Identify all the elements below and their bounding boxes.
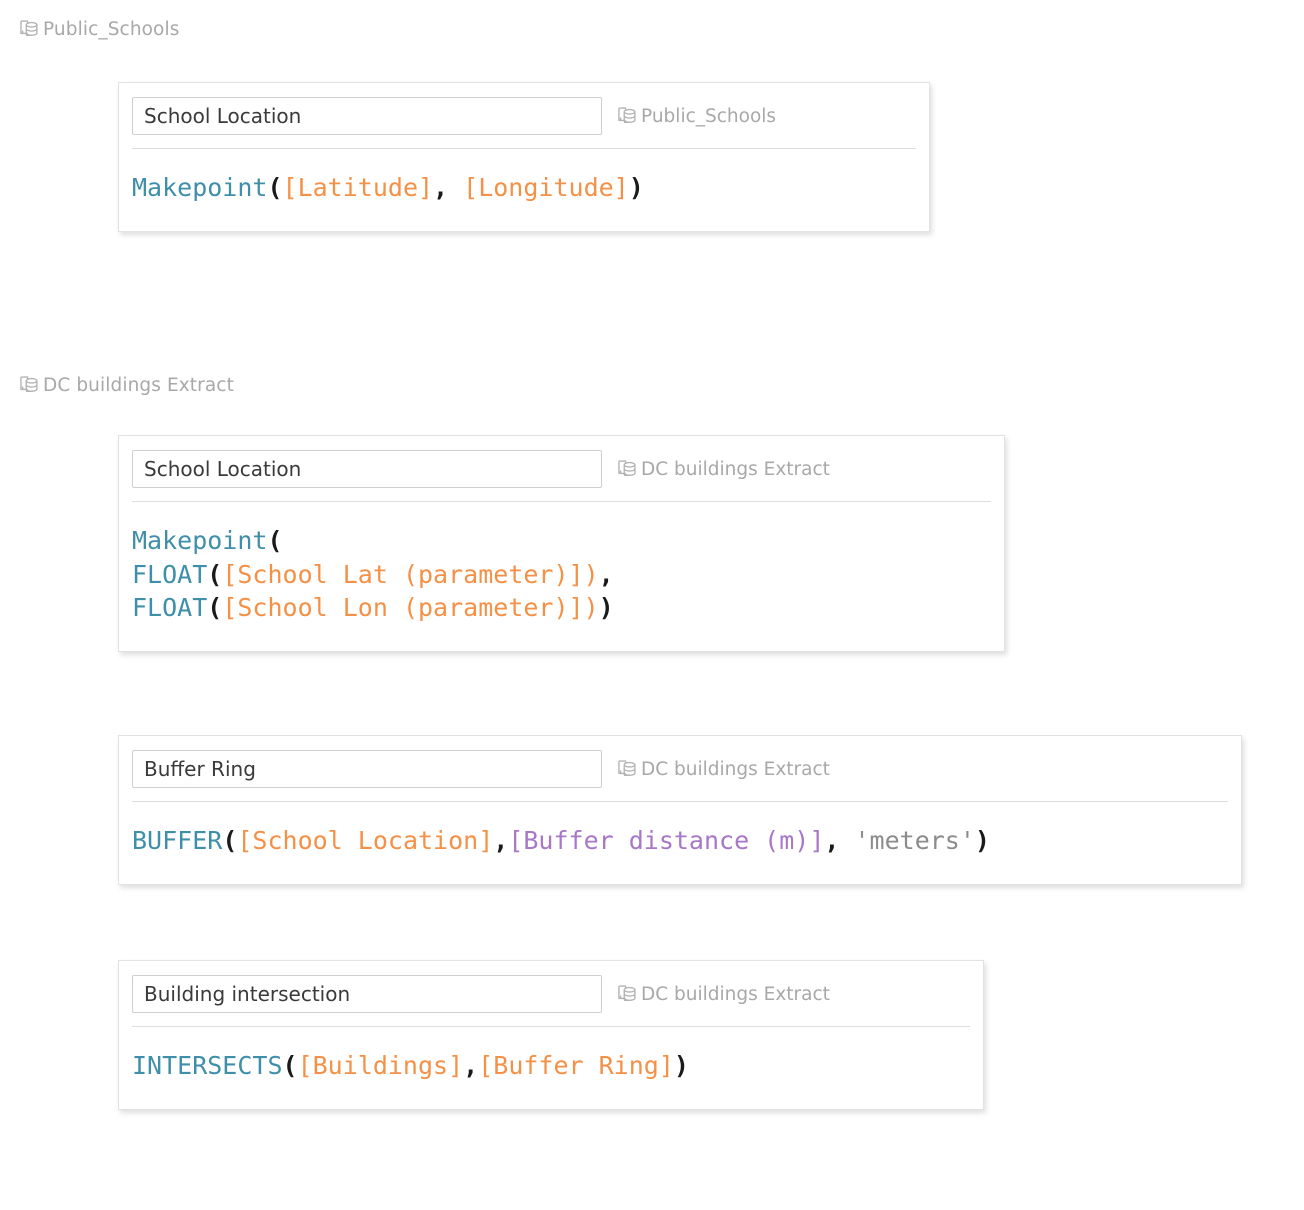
calculation-datasource: DC buildings Extract <box>616 983 830 1005</box>
datasource-header: Public_Schools <box>18 18 179 40</box>
formula-token-field: [Latitude] <box>282 173 434 202</box>
formula-token-punct: , <box>493 826 509 855</box>
formula-line: BUFFER([School Location],[Buffer distanc… <box>132 824 1228 858</box>
formula-token-param: [Buffer distance (m)] <box>508 826 825 855</box>
formula-token-str: 'meters' <box>854 826 975 855</box>
formula-token-punct: ( <box>267 173 283 202</box>
formula-line: Makepoint([Latitude], [Longitude]) <box>132 171 916 205</box>
datasource-extract-icon <box>18 374 40 396</box>
formula-line: FLOAT([School Lat (parameter)]), <box>132 558 991 592</box>
datasource-extract-icon <box>616 105 638 127</box>
formula-editor[interactable]: Makepoint([Latitude], [Longitude]) <box>119 149 929 231</box>
calculated-field-header: Buffer Ring DC buildings Extract <box>119 736 1241 801</box>
formula-token-punct: ) <box>598 593 614 622</box>
calculated-field-header: Building intersection DC buildings Extrac… <box>119 961 983 1026</box>
datasource-header-label: DC buildings Extract <box>43 374 234 396</box>
formula-token-punct: , <box>824 826 855 855</box>
formula-token-field: [School Lon (parameter)] <box>222 593 584 622</box>
calculation-datasource: DC buildings Extract <box>616 758 830 780</box>
calculation-divider <box>132 148 916 149</box>
calculation-name-input[interactable]: School Location <box>132 450 602 488</box>
formula-token-punct: , <box>598 559 614 589</box>
formula-line: FLOAT([School Lon (parameter)])) <box>132 591 991 625</box>
calculation-datasource-label: DC buildings Extract <box>641 983 830 1005</box>
formula-token-field: ) <box>583 593 599 622</box>
calculation-datasource-label: DC buildings Extract <box>641 758 830 780</box>
formula-token-fn: Makepoint <box>132 173 268 202</box>
calculation-datasource: Public_Schools <box>616 105 776 127</box>
datasource-extract-icon <box>616 458 638 480</box>
formula-token-fn: INTERSECTS <box>132 1051 283 1080</box>
calculation-name-input[interactable]: School Location <box>132 97 602 135</box>
formula-token-fn: FLOAT <box>132 559 208 589</box>
formula-token-field: [Buildings] <box>297 1051 464 1080</box>
formula-token-fn: Makepoint <box>132 526 268 555</box>
datasource-extract-icon <box>18 18 40 40</box>
datasource-extract-icon <box>616 983 638 1005</box>
formula-token-punct: ) <box>628 173 644 202</box>
datasource-header-label: Public_Schools <box>43 18 180 40</box>
datasource-header: DC buildings Extract <box>18 374 234 396</box>
formula-token-fn: BUFFER <box>132 826 223 855</box>
formula-token-punct: , <box>433 173 464 202</box>
formula-line: INTERSECTS([Buildings],[Buffer Ring]) <box>132 1049 970 1083</box>
formula-editor[interactable]: BUFFER([School Location],[Buffer distanc… <box>119 802 1241 884</box>
calculation-datasource: DC buildings Extract <box>616 458 830 480</box>
formula-token-field: ) <box>583 559 599 589</box>
datasource-extract-icon <box>616 758 638 780</box>
calculation-datasource-label: Public_Schools <box>641 105 777 127</box>
formula-token-punct: ( <box>282 1051 298 1080</box>
formula-token-field: [Buffer Ring] <box>478 1051 674 1080</box>
calculation-divider <box>132 801 1228 802</box>
calculation-divider <box>132 501 991 502</box>
formula-token-punct: ( <box>267 526 283 555</box>
calculated-field-header: School Location DC buildings Extract <box>119 436 1004 501</box>
calculation-name-input[interactable]: Building intersection <box>132 975 602 1013</box>
calculated-field-card: Building intersection DC buildings Extrac… <box>118 960 984 1110</box>
formula-token-punct: ) <box>673 1051 689 1080</box>
calculation-name-input[interactable]: Buffer Ring <box>132 750 602 788</box>
calculated-field-header: School Location Public_Schools <box>119 83 929 148</box>
formula-editor[interactable]: Makepoint(FLOAT([School Lat (parameter)]… <box>119 502 1004 651</box>
formula-token-field: [School Lat (parameter)] <box>222 559 584 589</box>
formula-token-punct: ( <box>207 559 223 589</box>
calculation-datasource-label: DC buildings Extract <box>641 458 830 480</box>
calculation-divider <box>132 1026 970 1027</box>
formula-token-field: [School Location] <box>237 826 494 855</box>
formula-token-punct: ( <box>207 593 223 622</box>
formula-token-field: [Longitude] <box>463 173 629 202</box>
formula-line: Makepoint( <box>132 524 991 558</box>
formula-editor[interactable]: INTERSECTS([Buildings],[Buffer Ring]) <box>119 1027 983 1109</box>
formula-token-punct: , <box>463 1051 479 1080</box>
formula-token-punct: ) <box>974 826 990 855</box>
formula-token-fn: FLOAT <box>132 593 208 622</box>
formula-token-punct: ( <box>222 826 238 855</box>
